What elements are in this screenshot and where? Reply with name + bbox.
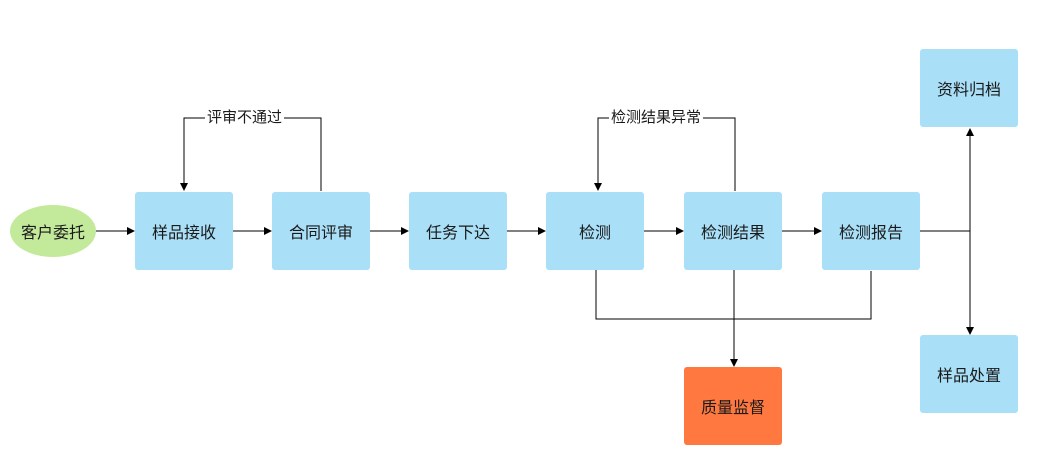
edge-label-review-failed: 评审不通过 [205, 108, 285, 126]
arrow-review-failed-loop [180, 117, 322, 191]
node-label: 合同评审 [288, 223, 353, 242]
edge-label-result-abnormal: 检测结果异常 [609, 108, 704, 126]
node-testing[interactable]: 检测 [546, 192, 644, 270]
node-label: 任务下达 [425, 223, 490, 242]
node-client-commission[interactable]: 客户委托 [10, 205, 96, 257]
node-test-report[interactable]: 检测报告 [822, 192, 920, 270]
node-label: 检测 [578, 223, 611, 242]
node-task-dispatch[interactable]: 任务下达 [409, 192, 507, 270]
node-quality-supervision[interactable]: 质量监督 [684, 367, 782, 445]
arrow-result-abnormal-loop [594, 117, 736, 191]
node-sample-disposal[interactable]: 样品处置 [920, 335, 1018, 413]
node-label: 检测报告 [838, 223, 903, 242]
node-archive[interactable]: 资料归档 [920, 49, 1018, 127]
node-label: 客户委托 [20, 223, 85, 242]
node-label: 检测结果 [700, 223, 765, 242]
node-test-result[interactable]: 检测结果 [684, 192, 782, 270]
node-label: 样品接收 [151, 223, 216, 242]
node-label: 质量监督 [700, 398, 765, 417]
node-contract-review[interactable]: 合同评审 [272, 192, 370, 270]
node-sample-receipt[interactable]: 样品接收 [135, 192, 233, 270]
node-label: 样品处置 [936, 366, 1001, 385]
node-label: 资料归档 [936, 80, 1001, 99]
